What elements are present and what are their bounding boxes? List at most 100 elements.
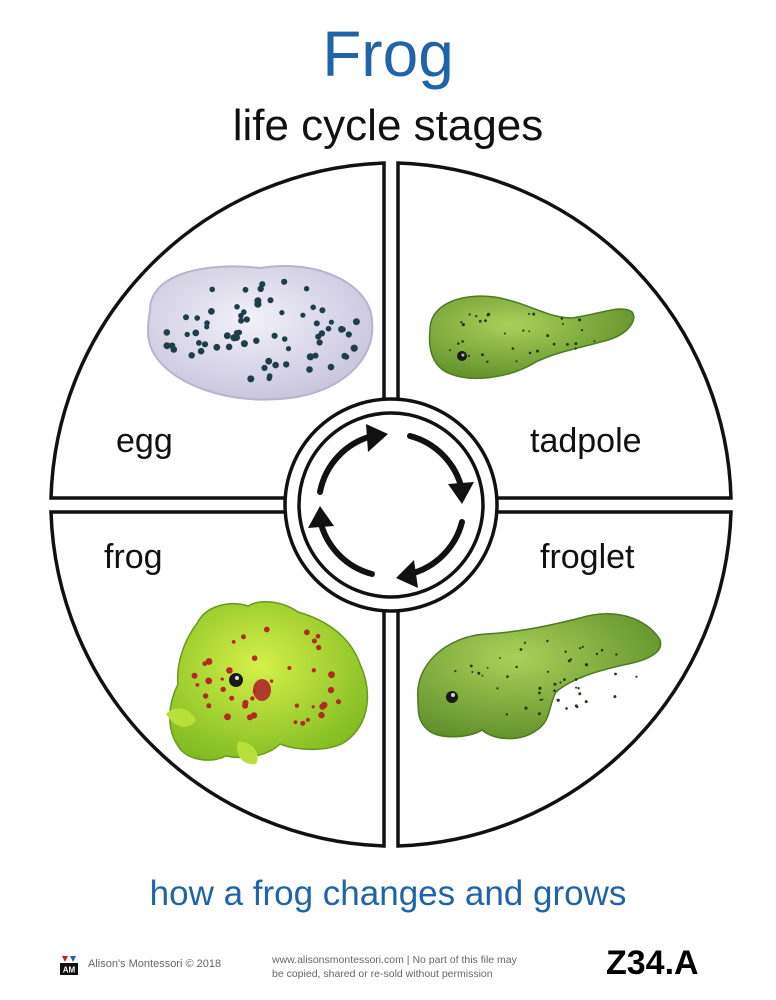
speckle [576,705,579,709]
speckle [584,700,588,704]
speckle [197,347,205,355]
speckle [328,319,334,325]
speckle [335,699,342,705]
speckle [266,375,272,382]
speckle [454,670,457,673]
speckle [254,297,262,305]
speckle [340,326,346,333]
speckle [253,337,260,344]
footer-legal: www.alisonsmontessori.com | No part of t… [272,953,517,981]
speckle [581,645,584,649]
speckle [170,346,178,353]
speckle [564,650,567,653]
speckle [579,647,582,650]
speckle [537,712,541,716]
speckle [259,281,266,288]
speckle [242,286,249,293]
speckle [267,297,274,304]
speckle [552,342,556,346]
speckle [224,713,231,721]
speckle [478,319,482,323]
speckle [471,671,474,673]
speckle [285,346,292,352]
speckle [238,317,245,324]
logo-icon: AM [60,956,78,975]
speckle [561,323,564,325]
speckle [461,323,465,327]
speckle [559,681,562,684]
speckle [196,340,202,346]
footer-legal-line-2: be copied, shared or re-sold without per… [272,968,493,981]
speckle [287,666,292,670]
speckle [192,329,200,337]
speckle [232,333,240,341]
speckle [528,312,530,315]
speckle [310,304,317,311]
speckle [477,671,481,675]
speckle [312,352,319,359]
speckle [220,677,224,681]
speckle [183,314,189,321]
speckle [613,695,617,699]
speckle [519,648,523,651]
speckle [325,325,332,332]
speckle [486,666,489,669]
speckle [481,674,484,677]
speckle [345,331,352,338]
speckle [584,663,589,667]
speckle [327,363,335,371]
speckle [574,342,578,346]
speckle [250,696,255,701]
speckle [578,692,582,696]
speckle [481,353,484,357]
arrow-head-icon [448,482,474,504]
speckle [343,354,350,360]
speckle [251,655,258,661]
speckle [574,347,577,350]
speckle [252,689,258,694]
speckle [635,675,638,678]
speckle [460,321,463,324]
footer-legal-line-1: www.alisonsmontessori.com | No part of t… [272,954,517,966]
speckle [225,343,233,351]
speckle [319,307,326,314]
speckle [524,706,528,710]
speckle [306,353,314,361]
speckle [243,316,250,323]
speckle [261,364,268,371]
speckle [241,634,246,640]
speckle [279,310,285,316]
speckle [205,658,213,665]
speckle [242,702,249,709]
cycle-arrows-icon [317,433,465,577]
speckle [265,357,273,365]
speckle [272,361,279,369]
speckle [567,659,571,663]
speckle [281,336,288,342]
speckle [201,341,209,348]
footer-copyright: Alison's Montessori © 2018 [88,958,222,970]
speckle [300,720,306,726]
speckle [457,342,460,345]
speckle [303,286,310,292]
stage-label-tadpole: tadpole [530,422,642,460]
arrow-head-icon [308,506,334,528]
speckle [234,304,240,310]
speckle [486,314,489,317]
speckle [328,671,335,679]
speckle [614,672,617,676]
speckle [327,686,335,694]
speckle [577,687,580,690]
stage-label-egg: egg [116,422,173,460]
speckle [449,349,451,352]
speckle [240,340,248,348]
speckle [283,361,290,368]
speckle [467,354,471,357]
speckle [546,639,549,643]
speckle [223,332,231,340]
speckle [318,330,326,337]
speckle [231,640,236,644]
speckle [311,638,317,644]
speckle [556,698,560,702]
